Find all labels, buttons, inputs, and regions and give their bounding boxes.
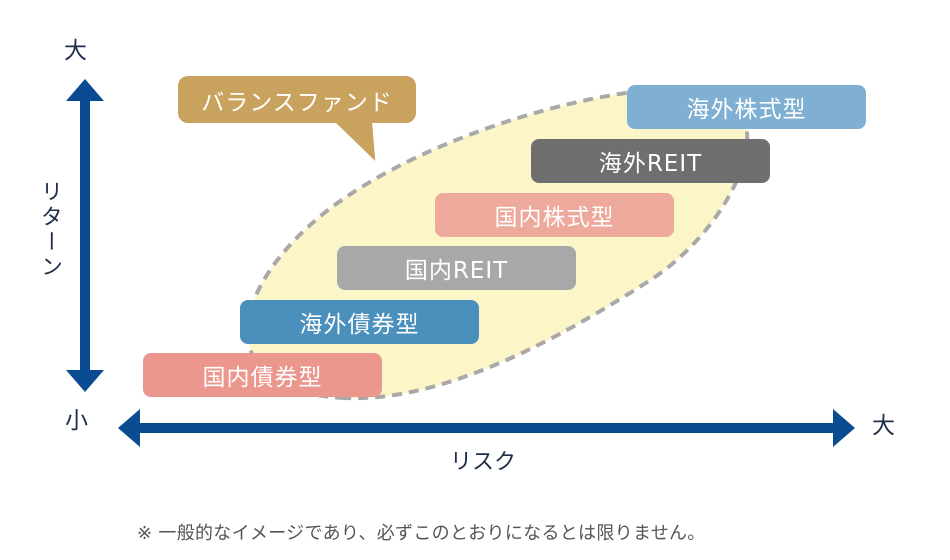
x-axis-arrow-right-icon [833,409,855,447]
risk-axis-label: リスク [450,450,517,475]
domestic-equity-tag: 国内株式型 [435,193,674,237]
risk-high-label: 大 [872,413,895,439]
return-axis-label: リターン [37,180,62,280]
overseas-equity-tag: 海外株式型 [627,85,866,129]
x-axis-arrow-left-icon [118,409,140,447]
overseas-bond-tag: 海外債券型 [240,300,479,344]
balance-fund-range-ellipse [245,86,750,401]
domestic-reit-tag: 国内REIT [337,246,576,290]
y-axis-arrow-up-icon [66,79,104,101]
return-low-label: 小 [65,408,88,434]
disclaimer-footnote: ※ 一般的なイメージであり、必ずこのとおりになるとは限りません。 [137,523,706,544]
overseas-reit-tag: 海外REIT [531,139,770,183]
return-high-label: 大 [64,38,87,64]
balance-fund-callout: バランスファンド [178,76,416,123]
domestic-bond-tag: 国内債券型 [143,353,382,397]
y-axis-arrow-down-icon [66,370,104,392]
